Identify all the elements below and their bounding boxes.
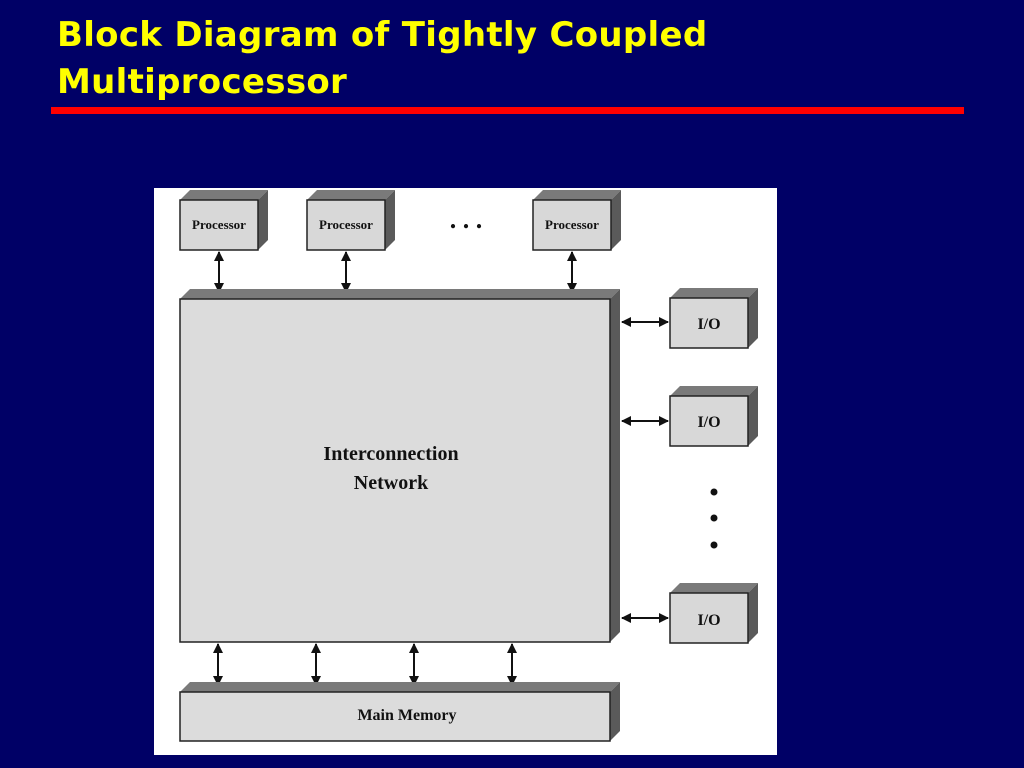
title-underline-rule	[51, 107, 964, 114]
multiprocessor-diagram: Processor Processor . . . Processor Inte…	[179, 190, 758, 742]
processor-label-2: Processor	[319, 217, 373, 232]
io-box-1: I/O	[669, 288, 758, 349]
processor-box-1: Processor	[179, 190, 268, 251]
diagram-panel: Processor Processor . . . Processor Inte…	[154, 188, 777, 755]
main-memory-box: Main Memory	[179, 682, 620, 742]
processor-ellipsis: . . .	[450, 205, 483, 234]
io-label-2: I/O	[697, 414, 720, 431]
processor-label-1: Processor	[192, 217, 246, 232]
processor-label-3: Processor	[545, 217, 599, 232]
io-label-1: I/O	[697, 316, 720, 333]
slide-title-line-2: Multiprocessor	[57, 62, 348, 102]
slide-title: Block Diagram of Tightly Coupled Multipr…	[57, 12, 957, 106]
main-memory-label: Main Memory	[357, 707, 456, 724]
io-box-3: I/O	[669, 583, 758, 644]
io-box-2: I/O	[669, 386, 758, 447]
processor-box-3: Processor	[532, 190, 621, 251]
slide-title-line-1: Block Diagram of Tightly Coupled	[57, 15, 708, 55]
network-label-line-2: Network	[354, 472, 429, 494]
io-label-3: I/O	[697, 612, 720, 629]
interconnection-network-box: Interconnection Network	[179, 289, 620, 643]
network-label-line-1: Interconnection	[323, 443, 458, 465]
processor-box-2: Processor	[306, 190, 395, 251]
io-vertical-ellipsis	[710, 488, 718, 549]
